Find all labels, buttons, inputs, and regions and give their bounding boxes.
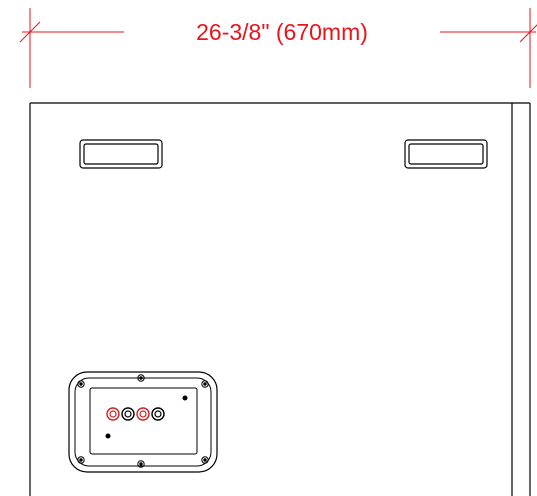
mounting-screw-top-left <box>77 380 85 388</box>
terminal-plate <box>68 371 218 473</box>
width-dimension-label: 26-3/8" (670mm) <box>196 19 368 45</box>
mounting-screw-bottom-right <box>201 456 209 464</box>
mounting-screw-bottom <box>137 460 145 468</box>
binding-post-4-black <box>151 407 165 421</box>
terminal-plate-outer <box>68 371 218 473</box>
arrow-tick-left <box>19 21 41 43</box>
handle-right <box>404 139 488 169</box>
mounting-screw-top <box>137 374 145 382</box>
plate-hole-right <box>182 395 188 401</box>
width-dimension <box>19 8 537 88</box>
terminal-plate-inner <box>89 387 198 455</box>
mounting-screw-bottom-left <box>77 456 85 464</box>
plate-hole-left <box>105 433 111 439</box>
binding-post-1-red <box>106 407 120 421</box>
handle-left <box>79 139 163 169</box>
binding-post-3-red <box>136 407 150 421</box>
cabinet <box>29 102 531 496</box>
mounting-screw-top-right <box>201 380 209 388</box>
binding-post-2-black <box>121 407 135 421</box>
terminal-plate-mid <box>74 377 212 467</box>
